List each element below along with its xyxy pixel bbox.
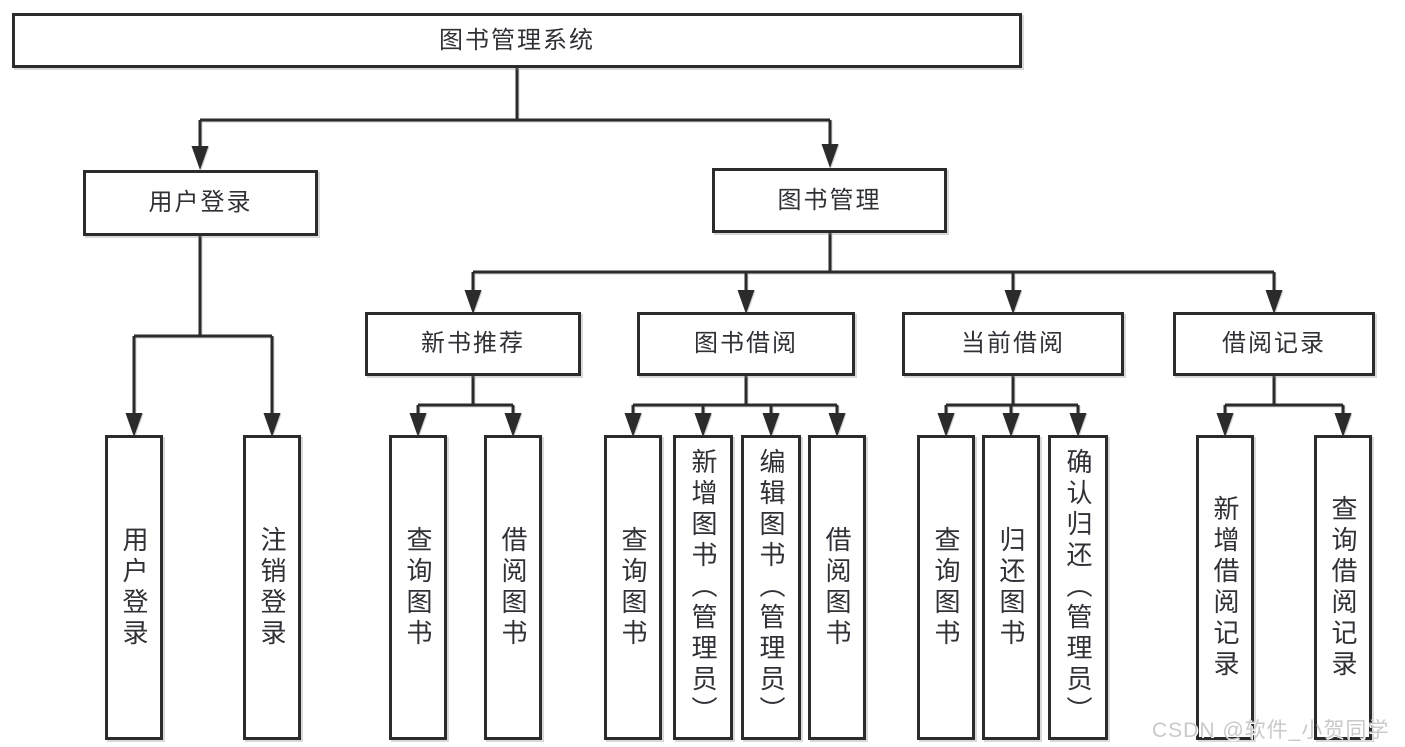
leaf-borrow-books: 借阅图书 [808,435,866,740]
node-label: 新增图书（管理员） [688,448,718,727]
node-label: 查询图书 [931,525,961,650]
node-label: 确认归还（管理员） [1063,448,1093,727]
connector-current-borrow [944,376,1080,416]
node-label: 借阅记录 [1222,330,1326,357]
connector-records [1223,376,1345,416]
arrow-down-icon [737,290,755,314]
node-label: 查询图书 [618,525,648,650]
node-book-management-system: 图书管理系统 [12,13,1022,68]
arrow-down-icon [1334,413,1352,437]
arrow-down-icon [125,413,143,437]
connector-book-borrow [631,376,839,416]
arrow-down-icon [263,413,281,437]
arrow-down-icon [821,144,839,168]
leaf-user-login: 用户登录 [105,435,163,740]
connector-new-books [416,376,515,416]
node-label: 注销登录 [257,525,287,650]
node-label: 借阅图书 [498,525,528,650]
arrow-down-icon [694,413,712,437]
leaf-query-books-current: 查询图书 [917,435,975,740]
leaf-query-books-new: 查询图书 [389,435,447,740]
node-label: 归还图书 [996,525,1026,650]
leaf-borrow-books-new: 借阅图书 [484,435,542,740]
node-book-management: 图书管理 [712,168,947,233]
node-label: 图书管理 [777,186,882,214]
arrow-down-icon [624,413,642,437]
node-label: 当前借阅 [961,330,1065,357]
node-current-borrowing: 当前借阅 [902,312,1124,376]
leaf-add-books-admin: 新增图书（管理员） [673,435,733,740]
node-label: 借阅图书 [822,525,852,650]
arrow-down-icon [1069,413,1087,437]
arrow-down-icon [762,413,780,437]
leaf-logout: 注销登录 [243,435,301,740]
arrow-down-icon [1216,413,1234,437]
leaf-query-borrow-record: 查询借阅记录 [1314,435,1372,740]
node-book-borrowing: 图书借阅 [637,312,855,376]
arrow-down-icon [1002,413,1020,437]
arrow-down-icon [937,413,955,437]
arrowheads [125,144,1352,437]
leaf-confirm-return-admin: 确认归还（管理员） [1048,435,1108,740]
node-label: 用户登录 [119,525,149,650]
connector-user-login [132,236,274,414]
arrow-down-icon [828,413,846,437]
csdn-watermark: CSDN @软件_小贺同学 [1152,719,1390,742]
leaf-edit-books-admin: 编辑图书（管理员） [741,435,801,740]
node-label: 编辑图书（管理员） [756,448,786,727]
node-label: 新增借阅记录 [1210,494,1240,681]
arrow-down-icon [1004,290,1022,314]
leaf-return-books: 归还图书 [982,435,1040,740]
arrow-down-icon [1265,290,1283,314]
arrow-down-icon [464,290,482,314]
node-label: 用户登录 [148,189,253,216]
node-label: 图书管理系统 [439,26,595,54]
node-borrowing-records: 借阅记录 [1173,312,1375,376]
node-user-login: 用户登录 [83,170,318,236]
node-label: 图书借阅 [694,330,798,357]
node-label: 查询图书 [403,525,433,650]
arrow-down-icon [504,413,522,437]
node-label: 查询借阅记录 [1328,494,1358,681]
node-label: 新书推荐 [421,330,525,357]
connector-book-mgmt [471,233,1276,292]
arrow-down-icon [191,146,209,170]
leaf-add-borrow-record: 新增借阅记录 [1196,435,1254,740]
connector-root [198,68,832,148]
leaf-query-books-borrow: 查询图书 [604,435,662,740]
arrow-down-icon [409,413,427,437]
node-new-book-recommendation: 新书推荐 [365,312,581,376]
